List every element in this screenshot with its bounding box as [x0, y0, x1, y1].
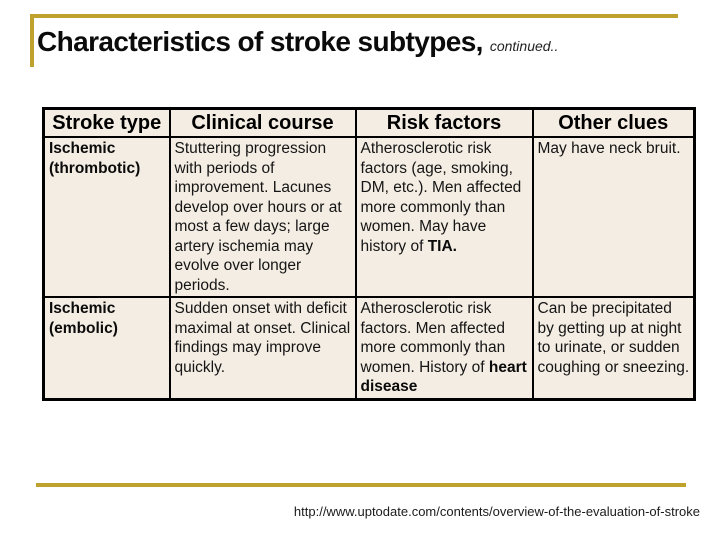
table-row-ischemic-thrombotic: Ischemic (thrombotic) Stuttering progres…: [42, 136, 696, 298]
column-header-other-clues: Other clues: [531, 107, 696, 138]
column-header-risk-factors: Risk factors: [354, 107, 534, 138]
risk-factors-bold-term: heart disease: [360, 358, 527, 396]
footer-accent-line: [36, 483, 686, 487]
risk-factors-text: Atherosclerotic risk factors. Men affect…: [360, 300, 506, 376]
page-title: Characteristics of stroke subtypes, conti…: [37, 26, 558, 58]
cell-stroke-type-thrombotic: Ischemic (thrombotic): [42, 136, 171, 298]
cell-other-clues-embolic: Can be precipitated by getting up at nig…: [531, 296, 696, 400]
page-title-text: Characteristics of stroke subtypes,: [37, 26, 483, 57]
cell-stroke-type-embolic: Ischemic (embolic): [42, 296, 171, 400]
column-header-stroke-type: Stroke type: [42, 107, 171, 138]
title-accent-line-left: [30, 14, 34, 67]
title-accent-line-top: [30, 14, 678, 18]
cell-clinical-course-embolic: Sudden onset with deficit maximal at ons…: [168, 296, 357, 400]
table-row-ischemic-embolic: Ischemic (embolic) Sudden onset with def…: [42, 296, 696, 400]
stroke-subtypes-table: Stroke type Clinical course Risk factors…: [42, 107, 696, 401]
table-header-row: Stroke type Clinical course Risk factors…: [42, 107, 696, 138]
risk-factors-bold-term: TIA.: [427, 237, 457, 255]
risk-factors-text: Atherosclerotic risk factors (age, smoki…: [360, 140, 522, 255]
column-header-clinical-course: Clinical course: [168, 107, 357, 138]
cell-risk-factors-thrombotic: Atherosclerotic risk factors (age, smoki…: [354, 136, 534, 298]
cell-clinical-course-thrombotic: Stuttering progression with periods of i…: [168, 136, 357, 298]
page-title-continued: continued..: [489, 38, 559, 54]
source-url: http://www.uptodate.com/contents/overvie…: [293, 504, 700, 519]
cell-risk-factors-embolic: Atherosclerotic risk factors. Men affect…: [354, 296, 534, 400]
cell-other-clues-thrombotic: May have neck bruit.: [531, 136, 696, 298]
